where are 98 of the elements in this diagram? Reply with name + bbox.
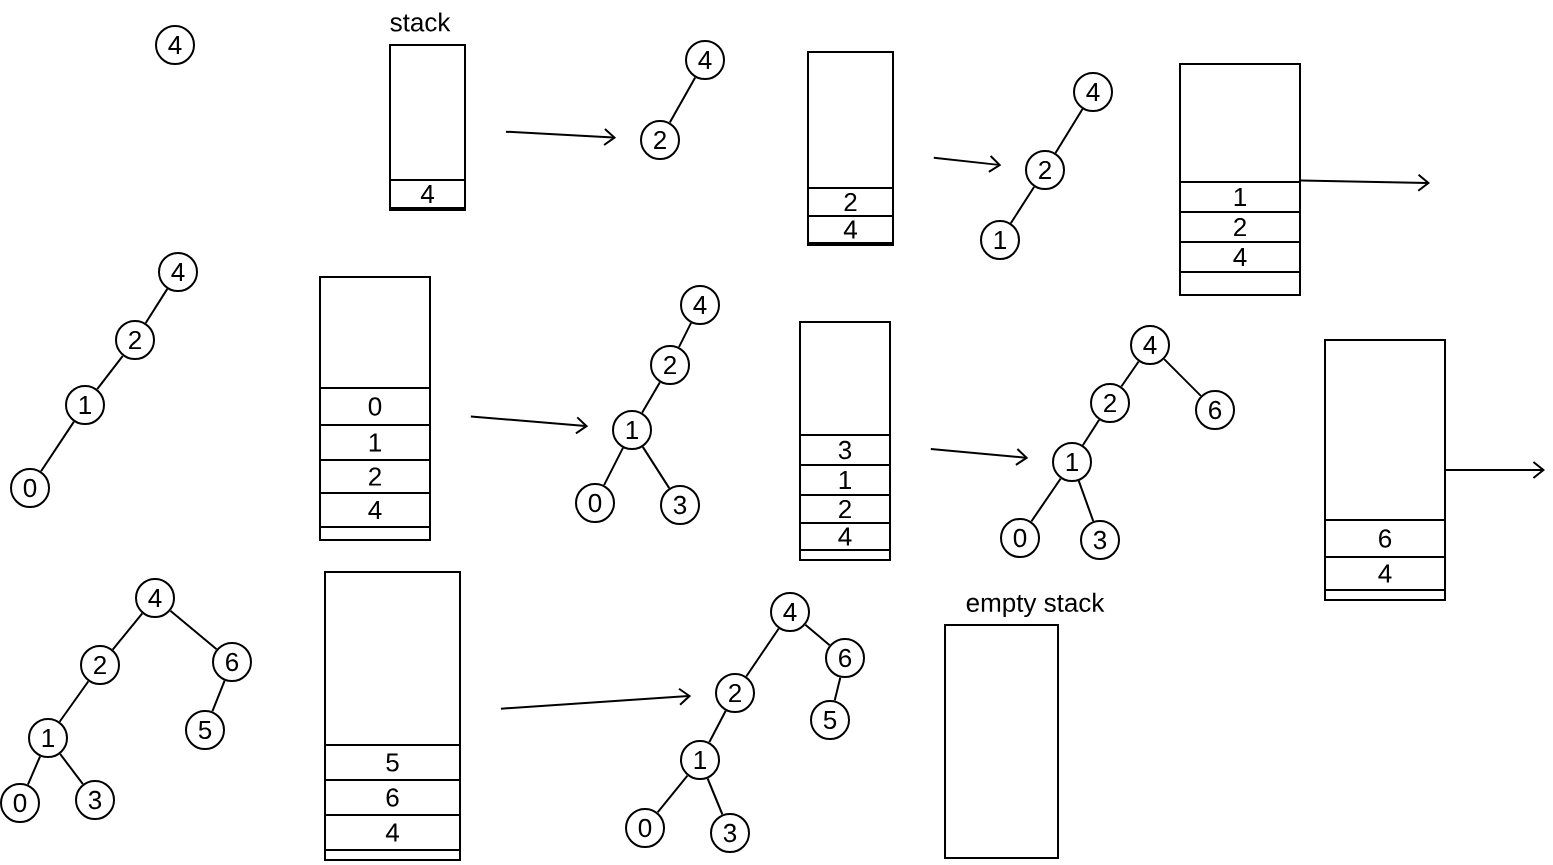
tree-node: 6 (825, 638, 865, 678)
tree-branch (1077, 479, 1095, 523)
tree-node: 6 (1195, 390, 1235, 430)
stack-box (389, 44, 466, 211)
tree-branch (1163, 358, 1202, 397)
arrow (932, 154, 1002, 173)
stack-cell: 4 (807, 215, 894, 244)
tree-node: 4 (155, 25, 195, 65)
arrow (1300, 173, 1430, 192)
tree-node: 0 (1000, 518, 1040, 558)
tree-node: 2 (115, 320, 155, 360)
tree-branch (677, 321, 693, 349)
tree-branch (641, 445, 671, 490)
stack-cell: 4 (1324, 556, 1446, 591)
tree-node: 2 (1090, 383, 1130, 423)
stack-box (799, 321, 891, 561)
tree-node: 2 (80, 645, 120, 685)
stack-box (324, 571, 461, 861)
tree-node: 4 (158, 252, 198, 292)
tree-branch (804, 623, 831, 647)
stack-cell: 2 (319, 459, 431, 494)
tree-node: 2 (640, 120, 680, 160)
stack-cell: 1 (319, 424, 431, 461)
stack-box (807, 51, 894, 246)
stack-cell: 3 (799, 434, 891, 466)
tree-branch (656, 774, 689, 814)
tree-node: 1 (680, 740, 720, 780)
tree-node: 2 (650, 345, 690, 385)
tree-branch (1081, 418, 1101, 447)
tree-node: 3 (660, 485, 700, 525)
tree-branch (169, 609, 218, 651)
tree-node: 4 (1073, 72, 1113, 112)
tree-branch (833, 676, 842, 702)
tree-branch (706, 777, 724, 816)
tree-branch (603, 446, 624, 487)
tree-node: 3 (710, 813, 750, 853)
stack-cell: 2 (1179, 211, 1301, 243)
tree-branch (96, 354, 124, 391)
tree-node: 4 (685, 40, 725, 80)
stack-cell: 6 (324, 779, 461, 816)
tree-branch (1120, 360, 1140, 388)
tree-node: 5 (810, 700, 850, 740)
tree-node: 5 (185, 710, 225, 750)
stack-cell: 4 (1179, 241, 1301, 273)
tree-node: 1 (980, 220, 1020, 260)
arrow (929, 447, 1029, 466)
stack-cell: 0 (319, 387, 431, 426)
tree-branch (745, 627, 780, 678)
stack-cell: 6 (1324, 519, 1446, 558)
tree-node: 4 (135, 578, 175, 618)
tree-node: 0 (10, 468, 50, 508)
tree-node: 0 (0, 783, 40, 823)
tree-branch (144, 287, 169, 325)
tree-branch (1030, 477, 1062, 523)
tree-node: 2 (715, 673, 755, 713)
label: stack (390, 12, 451, 32)
stack-box (319, 276, 431, 541)
tree-branch (708, 709, 727, 744)
tree-branch (58, 680, 90, 723)
stack-cell: 4 (799, 522, 891, 551)
stack-box (1324, 339, 1446, 601)
stack-cell: 5 (324, 744, 461, 781)
tree-node: 6 (212, 642, 252, 682)
tree-branch (26, 755, 42, 786)
arrow (1445, 461, 1546, 479)
tree-node: 2 (1025, 150, 1065, 190)
stack-cell: 2 (807, 187, 894, 217)
stack-box (944, 624, 1059, 859)
tree-branch (1054, 108, 1084, 154)
arrow (469, 415, 589, 435)
label: empty stack (966, 592, 1105, 618)
tree-branch (641, 381, 661, 414)
tree-branch (211, 679, 226, 713)
stack-cell: 1 (799, 464, 891, 496)
tree-node: 3 (75, 780, 115, 820)
tree-node: 1 (28, 718, 68, 758)
tree-node: 0 (625, 808, 665, 848)
tree-branch (1009, 185, 1036, 225)
tree-branch (59, 752, 84, 786)
tree-node: 4 (770, 592, 810, 632)
tree-branch (111, 612, 144, 651)
tree-node: 4 (1130, 325, 1170, 365)
tree-branch (40, 420, 75, 473)
tree-node: 3 (1080, 520, 1120, 560)
arrow (504, 128, 617, 146)
stack-cell: 4 (324, 814, 461, 851)
stack-cell: 4 (389, 179, 466, 209)
stack-cell: 4 (319, 492, 431, 528)
stack-cell: 1 (1179, 181, 1301, 213)
arrow (499, 687, 692, 710)
tree-node: 0 (575, 483, 615, 523)
stack-cell: 2 (799, 494, 891, 524)
stack-box (1179, 63, 1301, 296)
tree-node: 1 (612, 410, 652, 450)
tree-node: 1 (1052, 442, 1092, 482)
tree-node: 4 (680, 285, 720, 325)
tree-node: 1 (65, 385, 105, 425)
tree-branch (668, 76, 697, 124)
